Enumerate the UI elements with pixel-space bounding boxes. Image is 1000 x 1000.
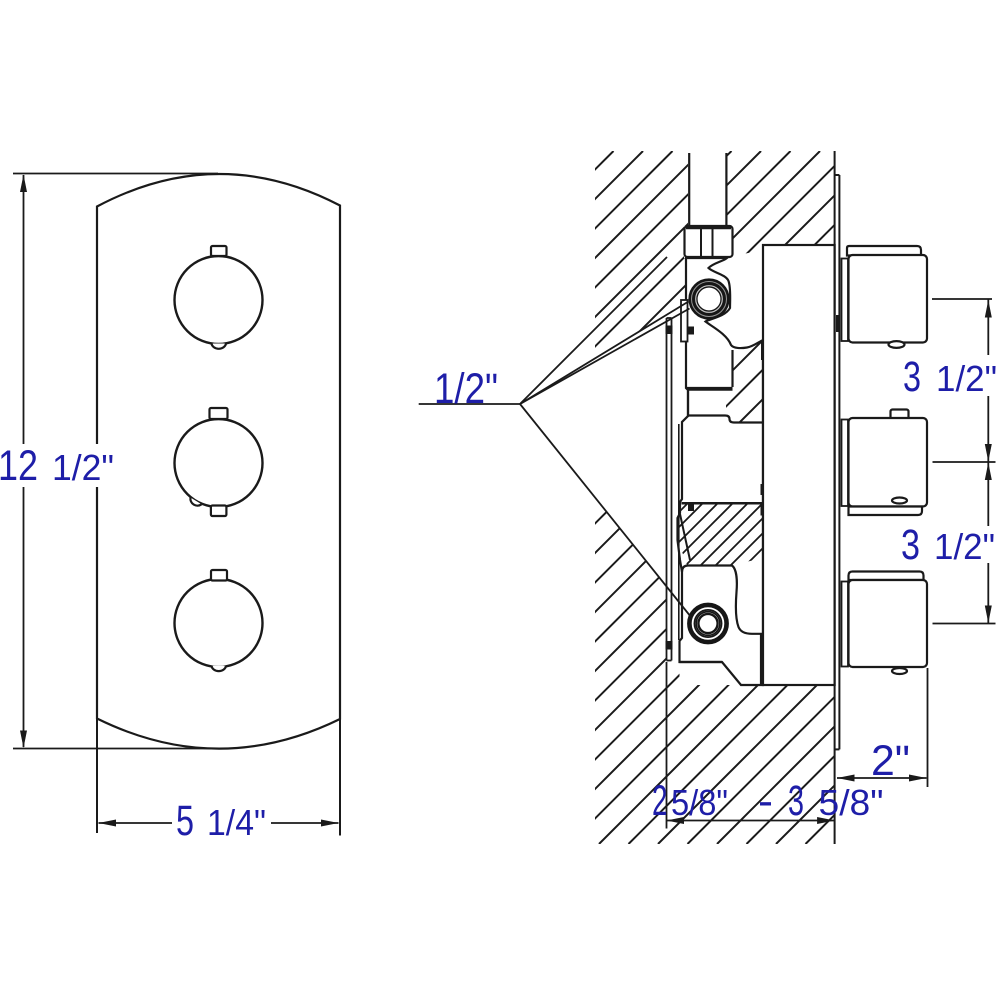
svg-text:1/2": 1/2"	[934, 526, 995, 567]
svg-text:5/8": 5/8"	[671, 782, 728, 823]
svg-text:5: 5	[176, 797, 194, 845]
svg-text:3: 3	[901, 521, 920, 569]
svg-text:-: -	[758, 777, 773, 825]
svg-text:3: 3	[788, 777, 804, 825]
svg-text:1/4": 1/4"	[207, 802, 266, 843]
svg-text:5/8": 5/8"	[819, 782, 884, 823]
svg-text:1/2": 1/2"	[52, 447, 114, 488]
svg-text:1/2": 1/2"	[434, 365, 498, 413]
svg-text:12: 12	[0, 442, 38, 490]
svg-text:1/2": 1/2"	[936, 358, 997, 399]
svg-text:2: 2	[652, 777, 668, 825]
svg-text:3: 3	[903, 353, 921, 401]
svg-text:2": 2"	[871, 737, 910, 785]
